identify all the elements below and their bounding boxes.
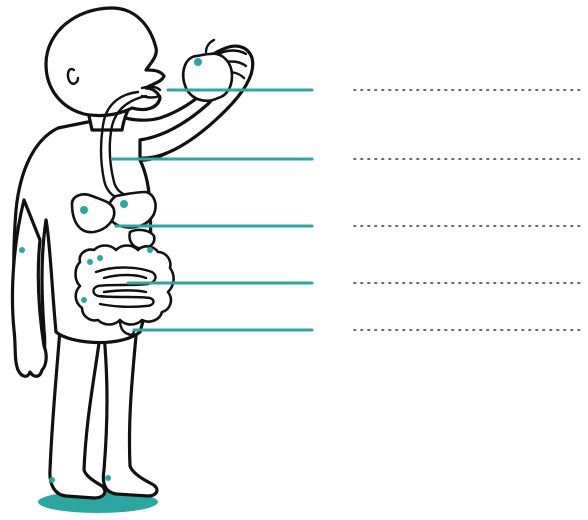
accent-spot <box>105 475 111 481</box>
accent-spot <box>87 259 93 265</box>
apple <box>183 54 232 101</box>
accent-spot <box>19 247 25 253</box>
right-leg <box>103 334 157 496</box>
accent-spot <box>120 200 128 208</box>
accent-spot <box>147 247 153 253</box>
accent-spot <box>81 297 87 303</box>
accent-spot <box>80 206 88 214</box>
accent-spot <box>97 255 103 261</box>
head <box>46 8 164 116</box>
accent-spot <box>194 58 202 66</box>
apple-stem <box>206 40 214 52</box>
left-leg <box>50 330 105 498</box>
accent-spot <box>49 477 55 483</box>
